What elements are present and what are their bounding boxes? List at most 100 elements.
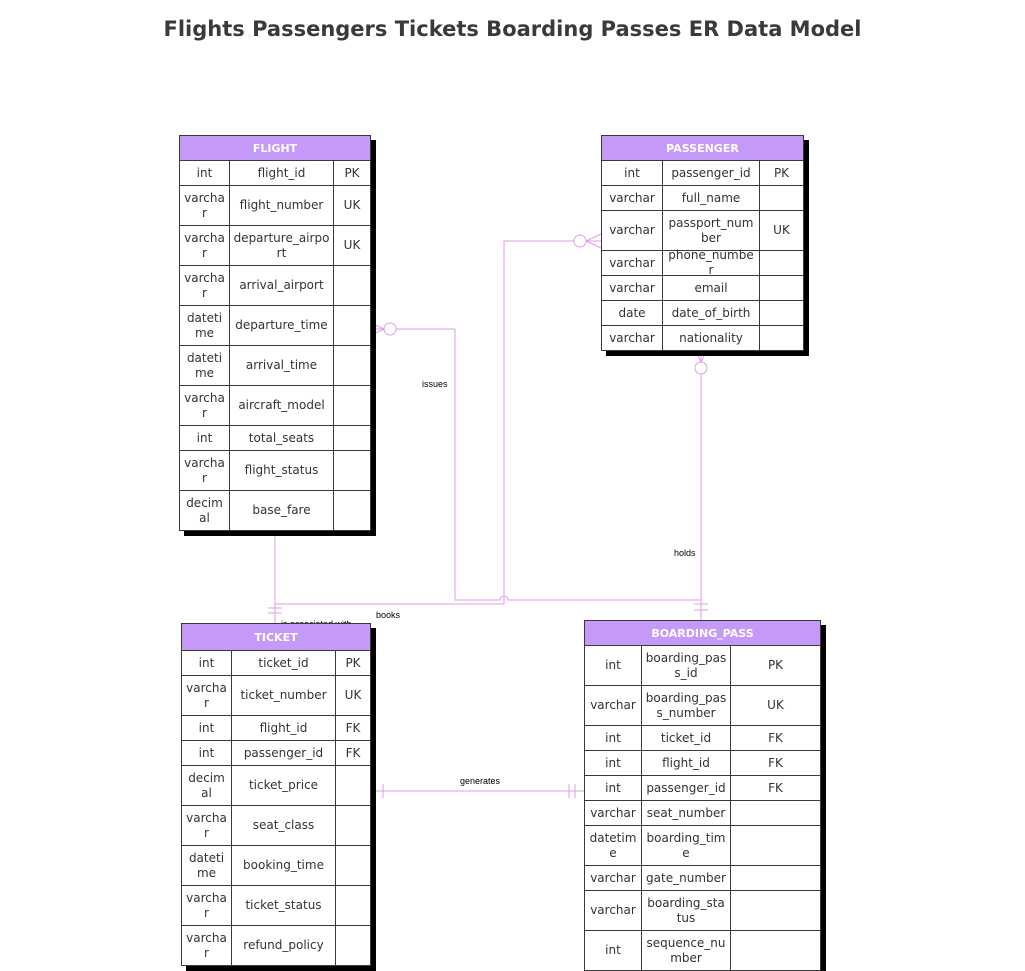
label-books: books: [376, 610, 401, 620]
attribute-name: aircraft_model: [230, 386, 334, 425]
attribute-key: FK: [345, 720, 361, 735]
label-generates: generates: [460, 776, 501, 786]
attribute-type: varchar: [180, 451, 230, 490]
attribute-name: departure_airport: [230, 226, 334, 265]
attribute-key: [334, 491, 370, 530]
attribute-type: datetime: [585, 826, 642, 865]
attribute-name: ticket_number: [232, 676, 336, 715]
entity-ticket-header: TICKET: [182, 624, 370, 651]
attribute-name: boarding_pass_id: [642, 646, 731, 685]
attribute-name: gate_number: [642, 866, 731, 890]
attribute-name: flight_id: [642, 751, 731, 775]
attribute-name: flight_id: [230, 161, 334, 185]
diagram-title: Flights Passengers Tickets Boarding Pass…: [163, 17, 862, 41]
attribute-type: varchar: [602, 251, 663, 275]
attribute-key: FK: [768, 730, 783, 745]
attribute-type: varchar: [602, 211, 663, 250]
attribute-key: UK: [343, 198, 361, 212]
attribute-name: flight_number: [230, 186, 334, 225]
attribute-name: booking_time: [232, 846, 336, 885]
edge-issues-crow-2: [368, 328, 385, 337]
attribute-key: [334, 426, 370, 450]
attribute-name: ticket_status: [232, 886, 336, 925]
attribute-name: flight_status: [230, 451, 334, 490]
attribute-name: passenger_id: [232, 741, 336, 765]
attribute-type: int: [585, 751, 642, 775]
attribute-name: refund_policy: [232, 926, 336, 965]
attribute-name: passenger_id: [663, 161, 760, 185]
attribute-type: varchar: [602, 276, 663, 300]
label-issues: issues: [422, 379, 448, 389]
entity-flight-header: FLIGHT: [180, 136, 370, 161]
attribute-name: boarding_time: [642, 826, 731, 865]
attribute-name: passenger_id: [642, 776, 731, 800]
attribute-type: datetime: [182, 846, 232, 885]
attribute-type: varchar: [585, 891, 642, 930]
attribute-key: [336, 806, 370, 845]
attribute-name: arrival_airport: [230, 266, 334, 305]
attribute-name: flight_id: [232, 716, 336, 740]
attribute-type: int: [585, 931, 642, 970]
attribute-name: date_of_birth: [663, 301, 760, 325]
entity-boarding-pass-header: BOARDING_PASS: [585, 621, 820, 646]
attribute-name: arrival_time: [230, 346, 334, 385]
attribute-key: [760, 186, 803, 210]
attribute-type: decimal: [182, 766, 232, 805]
attribute-name: base_fare: [230, 491, 334, 530]
entity-passenger-header: PASSENGER: [602, 136, 803, 161]
attribute-type: int: [585, 776, 642, 800]
label-holds: holds: [674, 548, 696, 558]
attribute-type: date: [602, 301, 663, 325]
attribute-key: [334, 451, 370, 490]
attribute-name: ticket_price: [232, 766, 336, 805]
attribute-type: varchar: [585, 686, 642, 725]
attribute-key: [731, 801, 820, 825]
attribute-type: varchar: [180, 226, 230, 265]
attribute-key: FK: [345, 745, 361, 760]
attribute-key: PK: [344, 165, 360, 180]
attribute-key: PK: [773, 165, 790, 180]
attribute-name: ticket_id: [232, 651, 336, 675]
attribute-name: boarding_pass_number: [642, 686, 731, 725]
attribute-name: departure_time: [230, 306, 334, 345]
attribute-type: int: [585, 646, 642, 685]
attribute-key: [334, 346, 370, 385]
attribute-key: [334, 266, 370, 305]
edge-issues-crow-1: [368, 321, 385, 330]
attribute-type: varchar: [182, 886, 232, 925]
attribute-key: UK: [773, 223, 790, 237]
attribute-key: FK: [768, 755, 783, 770]
attribute-type: varchar: [602, 326, 663, 350]
attribute-type: datetime: [180, 306, 230, 345]
attribute-name: total_seats: [230, 426, 334, 450]
